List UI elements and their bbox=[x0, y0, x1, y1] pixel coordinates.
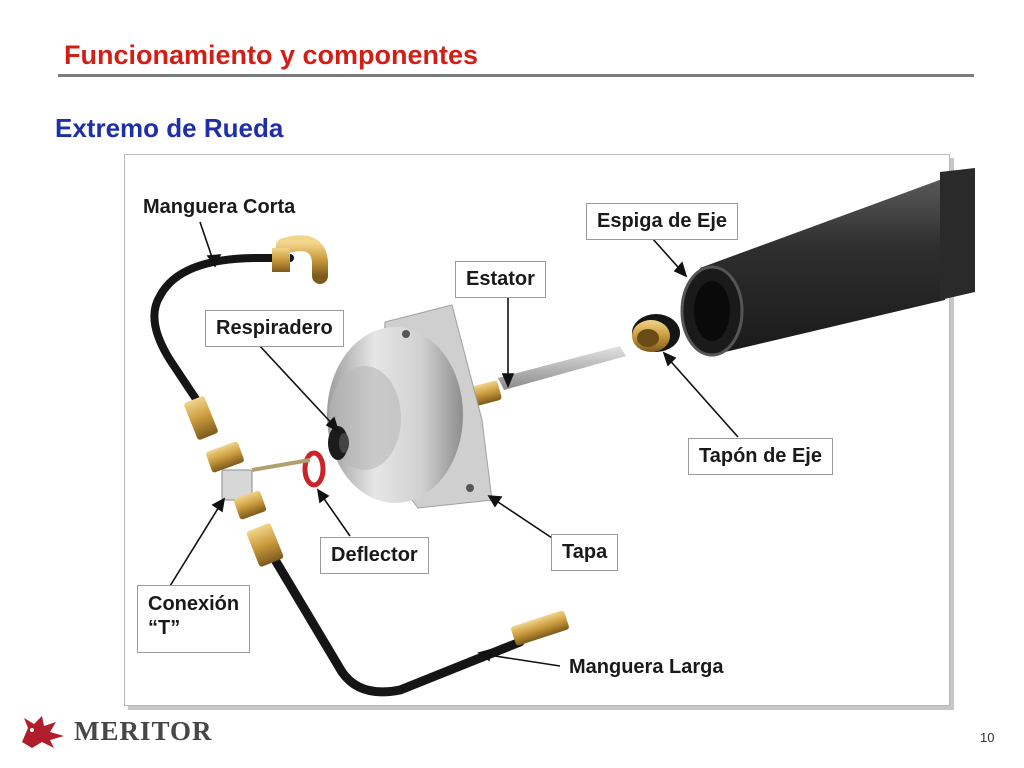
short-hose bbox=[150, 254, 294, 409]
short-hose-elbow bbox=[272, 235, 328, 284]
arrowhead bbox=[487, 495, 503, 508]
page-number: 10 bbox=[980, 730, 995, 745]
leader-conexion bbox=[169, 501, 223, 587]
breather bbox=[328, 426, 349, 460]
arrowhead bbox=[662, 351, 677, 367]
label-manguera-corta: Manguera Corta bbox=[143, 196, 296, 218]
hub-cap bbox=[327, 304, 493, 509]
leader-tapa bbox=[491, 497, 556, 541]
label-respiradero: Respiradero bbox=[205, 310, 344, 347]
label-deflector: Deflector bbox=[320, 537, 429, 574]
leader-tapon bbox=[665, 355, 739, 438]
label-manguera-larga: Manguera Larga bbox=[569, 656, 724, 678]
meritor-logo: MERITOR bbox=[20, 712, 213, 750]
arrowhead bbox=[316, 488, 330, 504]
arrowhead bbox=[211, 497, 226, 513]
leader-deflector bbox=[319, 492, 351, 537]
long-hose-end-fitting bbox=[511, 610, 569, 646]
label-tapon-de-eje: Tapón de Eje bbox=[688, 438, 833, 475]
logo-text: MERITOR bbox=[74, 715, 213, 746]
arrowhead bbox=[325, 416, 340, 433]
stator bbox=[472, 346, 626, 406]
short-hose-fitting bbox=[184, 396, 218, 440]
slide-title: Funcionamiento y componentes bbox=[64, 40, 479, 70]
arrowhead bbox=[501, 373, 515, 389]
leader-manguera-larga bbox=[481, 653, 561, 667]
long-hose-fitting bbox=[246, 523, 284, 567]
axle-plug bbox=[632, 314, 680, 352]
t-connector bbox=[206, 441, 311, 520]
label-estator: Estator bbox=[455, 261, 546, 298]
arrowhead bbox=[206, 254, 222, 268]
label-conexion-t: Conexión “T” bbox=[137, 585, 251, 653]
title-divider bbox=[58, 74, 974, 77]
arrowhead bbox=[673, 261, 688, 278]
long-hose bbox=[263, 543, 525, 697]
deflector-ring bbox=[302, 450, 326, 488]
meritor-bull-icon bbox=[22, 716, 64, 748]
leader-respiradero bbox=[257, 343, 337, 429]
axle-spindle bbox=[680, 168, 975, 357]
slide-subtitle: Extremo de Rueda bbox=[55, 113, 284, 143]
label-tapa: Tapa bbox=[551, 534, 619, 571]
label-espiga-de-eje: Espiga de Eje bbox=[586, 203, 739, 240]
arrowhead bbox=[477, 648, 491, 662]
